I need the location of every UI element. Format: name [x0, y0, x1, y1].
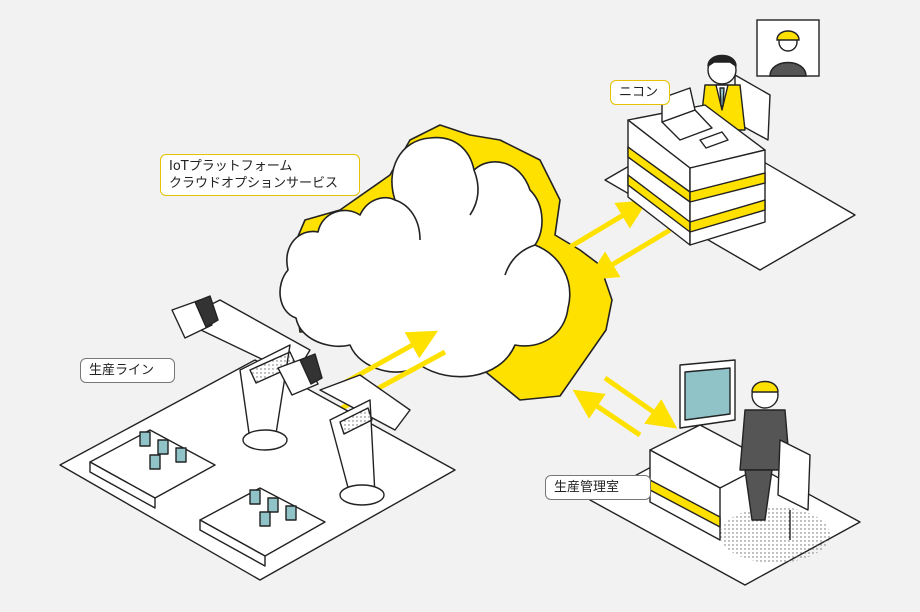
label-iot-platform: IoTプラットフォーム クラウドオプションサービス [160, 154, 360, 196]
arrow-to-nikon [563, 200, 648, 253]
arrow-to-control-room [603, 375, 678, 429]
cloud [279, 124, 613, 401]
arrow-from-nikon [587, 227, 672, 280]
production-line-scene [59, 295, 456, 581]
label-nikon: ニコン [610, 80, 670, 105]
video-call-screen [756, 19, 820, 77]
nikon-desk-scene [604, 54, 856, 271]
label-production-line: 生産ライン [80, 358, 175, 383]
arrow-from-control-room [572, 389, 642, 438]
label-production-control-room: 生産管理室 [545, 475, 651, 500]
